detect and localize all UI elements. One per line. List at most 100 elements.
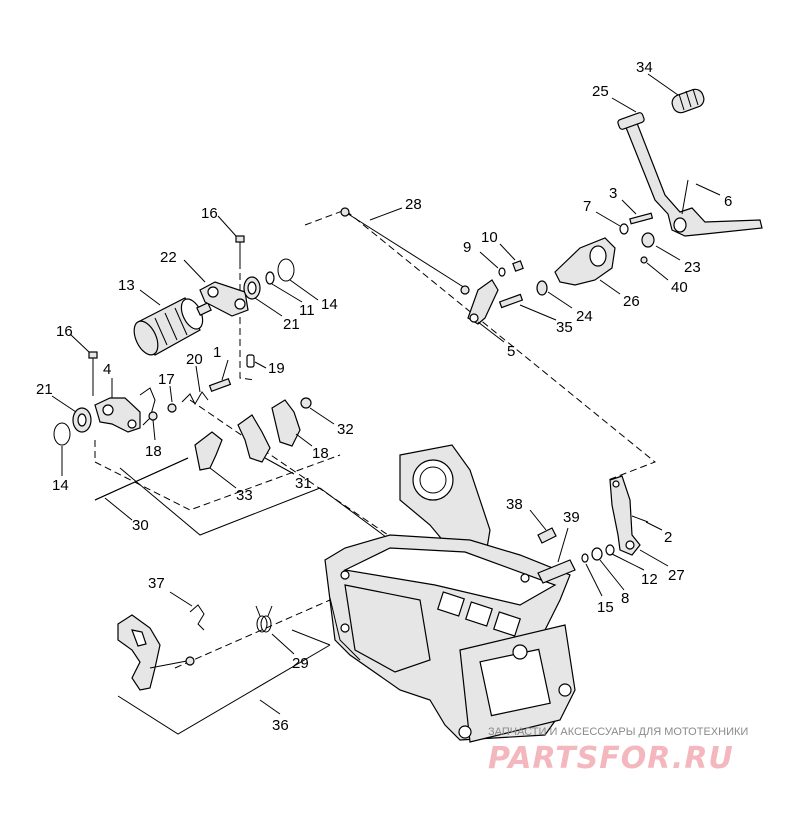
drum-support-arm-left-hole xyxy=(102,404,114,416)
leader-28 xyxy=(369,207,403,221)
washer-14 xyxy=(265,271,275,285)
shift-fork-31 xyxy=(237,414,271,463)
shifter-pawl-plate xyxy=(117,614,161,691)
callout-35: 35 xyxy=(556,319,573,336)
callout-20-label: 17 xyxy=(158,371,175,388)
callout-1: 19 xyxy=(268,360,285,377)
forks-bracket-line xyxy=(119,467,321,536)
leader-14 xyxy=(271,283,303,303)
bolt-2 xyxy=(631,515,649,523)
rod-dash-line xyxy=(189,399,411,551)
shift-pedal-25 xyxy=(624,117,763,237)
leader-lines xyxy=(51,73,721,715)
callout-4: 32 xyxy=(337,421,354,438)
return-spring-29-leg-1 xyxy=(255,605,261,617)
nut-4 xyxy=(300,397,312,409)
leader-7 xyxy=(595,211,621,227)
o-ring-15 xyxy=(581,553,589,563)
bearing-right-11-bore xyxy=(247,281,257,295)
watermark-caption: ЗАПЧАСТИ И АКСЕССУАРЫ ДЛЯ МОТОТЕХНИКИ xyxy=(488,726,748,738)
lever-dash-line xyxy=(174,599,331,669)
leader-38 xyxy=(529,509,547,531)
shift-drum xyxy=(133,297,212,356)
housing-boss-hole-2 xyxy=(458,725,472,739)
bushing-23-lower xyxy=(536,280,548,296)
callout-34: 34 xyxy=(636,59,653,76)
leader-23-left xyxy=(547,291,573,309)
callout-38: 38 xyxy=(506,496,523,513)
leader-1 xyxy=(254,361,267,369)
callout-2: 2 xyxy=(664,529,672,546)
callout-11-upper: 21 xyxy=(283,316,300,333)
leader-8 xyxy=(599,559,625,591)
callout-12: 12 xyxy=(641,571,658,588)
housing-pocket-2 xyxy=(465,601,493,627)
leader-31 xyxy=(264,457,295,475)
callout-3: 3 xyxy=(609,185,617,202)
callout-13-upper: 14 xyxy=(321,296,338,313)
callout-23-left: 24 xyxy=(576,308,593,325)
leader-15 xyxy=(585,563,603,597)
housing-boss-hole-5 xyxy=(340,623,350,633)
screw-5-upper-head xyxy=(235,235,245,243)
shifter-bracket-line xyxy=(117,644,331,735)
footpeg-rubber-34-rib-3 xyxy=(692,88,699,106)
leader-12 xyxy=(611,553,645,571)
callout-23-right: 23 xyxy=(684,259,701,276)
shifter-bracket-end xyxy=(291,629,331,646)
callout-29: 29 xyxy=(292,655,309,672)
leader-35 xyxy=(519,304,557,321)
leader-39 xyxy=(557,527,569,563)
callout-8: 8 xyxy=(621,590,629,607)
fitting-40 xyxy=(640,256,648,264)
leader-5-upper xyxy=(217,215,237,237)
callout-18: 18 xyxy=(145,443,162,460)
spring-19 xyxy=(181,391,209,406)
leader-11-upper xyxy=(254,297,283,317)
screw-5-lower xyxy=(88,351,98,396)
shift-pedal-25-tip xyxy=(617,112,645,130)
shifter-shaft-collar xyxy=(185,656,195,666)
fork-group-dash-line xyxy=(94,440,341,511)
housing-boss-hole-4 xyxy=(340,570,350,580)
callout-40: 40 xyxy=(671,279,688,296)
housing-boss-hole-6 xyxy=(520,573,530,583)
housing-pocket-3 xyxy=(493,611,521,637)
leader-29 xyxy=(271,633,295,655)
shaft-35 xyxy=(498,293,524,309)
shift-bracket-26-bore xyxy=(589,245,607,267)
callout-16: 22 xyxy=(160,249,177,266)
housing-side-window xyxy=(479,648,551,717)
spring-20 xyxy=(167,403,177,413)
callout-19: 20 xyxy=(186,351,203,368)
leader-6 xyxy=(695,183,721,196)
screw-5-lower-head xyxy=(88,351,98,359)
shift-drum-groove-1 xyxy=(154,317,168,346)
cam-follower-18 xyxy=(139,387,156,426)
leader-18 xyxy=(152,419,156,441)
bushing-23-upper xyxy=(641,232,655,248)
callout-17: 4 xyxy=(103,361,111,378)
leader-40 xyxy=(646,262,669,281)
shift-bracket-26 xyxy=(554,237,616,286)
callout-25: 25 xyxy=(592,83,609,100)
shift-fork-32 xyxy=(271,399,301,447)
snap-ring-left-13 xyxy=(53,422,71,446)
shift-lever-24 xyxy=(467,279,499,325)
washer-8 xyxy=(591,547,603,561)
plug-38 xyxy=(537,527,557,544)
housing-boss-hole-3 xyxy=(558,683,572,697)
return-spring-29 xyxy=(255,605,273,633)
housing-flange-line xyxy=(329,597,361,661)
footpeg-rubber-34-rib-2 xyxy=(685,90,692,108)
shift-pedal-25-hub-bore xyxy=(673,217,687,233)
screw-5-upper xyxy=(235,235,245,262)
snap-ring-right-13 xyxy=(277,258,295,282)
pinch-bolt-6 xyxy=(681,179,689,215)
shift-fork-33 xyxy=(194,431,223,471)
lever-27-hole-top xyxy=(612,480,620,488)
housing-pocket-1 xyxy=(437,591,465,617)
screw-3 xyxy=(629,212,654,225)
callout-14: 11 xyxy=(299,302,315,319)
